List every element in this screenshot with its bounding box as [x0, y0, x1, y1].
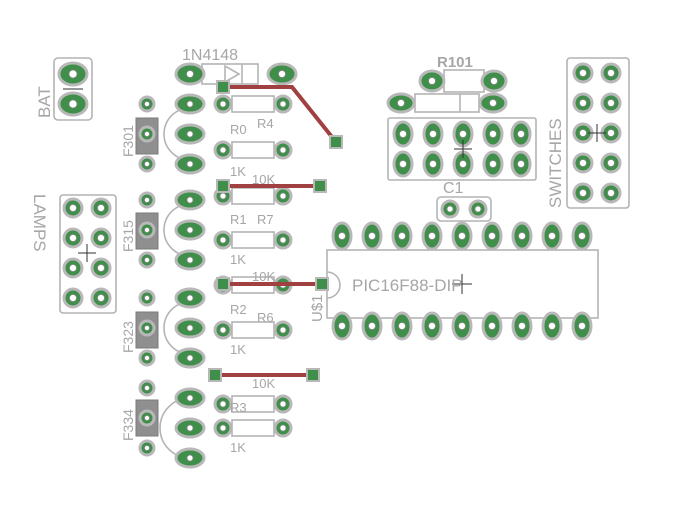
onek-c-label: 1K [230, 342, 246, 357]
switches-label: SWITCHES [546, 118, 565, 208]
q-d-label: F334 [120, 409, 136, 441]
q-c-label: F323 [120, 321, 136, 353]
r7-label: R7 [257, 212, 274, 227]
r0-label: R0 [230, 122, 247, 137]
r2-label: R2 [230, 302, 247, 317]
diode-1n4148[interactable] [174, 62, 298, 86]
tenk-a-label: 10K [252, 172, 275, 187]
lamp-channel-2[interactable] [135, 186, 293, 271]
q-a-label: F301 [120, 125, 136, 157]
diode-1n4148-label: 1N4148 [182, 47, 238, 64]
switches-connector[interactable] [566, 57, 630, 209]
lamp-channel-4[interactable] [135, 379, 293, 469]
r101-component[interactable] [386, 69, 508, 114]
lamps-label: LAMPS [30, 194, 49, 252]
ic-value-label: PIC16F88-DIP [352, 276, 463, 295]
trace-2 [216, 179, 327, 193]
r6-label: R6 [257, 310, 274, 325]
q-b-label: F315 [120, 220, 136, 252]
lamps-connector[interactable] [59, 194, 117, 314]
onek-a-label: 1K [230, 164, 246, 179]
tenk-c-label: 10K [252, 376, 275, 391]
r1-label: R1 [230, 212, 247, 227]
r4-label: R4 [257, 116, 274, 131]
tenk-b-label: 10K [252, 269, 275, 284]
pin-header-2x5[interactable] [387, 117, 537, 181]
ic-name-label: U$1 [309, 294, 326, 322]
capacitor-c1[interactable] [436, 196, 492, 222]
lamp-channel-1[interactable] [135, 93, 293, 175]
trace-3 [216, 277, 329, 291]
r101-label: R101 [437, 54, 473, 71]
trace-4 [208, 368, 320, 382]
onek-b-label: 1K [230, 252, 246, 267]
c1-label: C1 [443, 180, 464, 197]
bat-connector[interactable] [53, 57, 93, 121]
bat-label: BAT [35, 86, 54, 118]
r3-label: R3 [230, 400, 247, 415]
onek-d-label: 1K [230, 440, 246, 455]
pic16f88-ic[interactable] [326, 221, 599, 341]
trace-1 [216, 80, 343, 149]
